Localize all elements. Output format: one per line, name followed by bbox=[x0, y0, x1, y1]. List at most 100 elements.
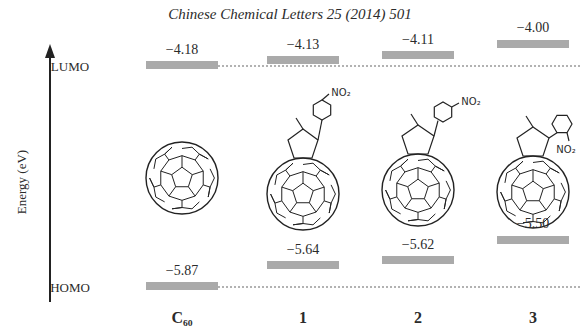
cage-bond bbox=[208, 187, 210, 197]
nitro-group: NO₂ bbox=[461, 96, 480, 107]
cage-bond bbox=[559, 201, 561, 211]
cage-bond bbox=[293, 183, 314, 203]
cage-bond bbox=[293, 224, 303, 225]
homo-bar bbox=[146, 282, 218, 290]
pyrrolidine-ring bbox=[288, 129, 318, 158]
cage-bond bbox=[182, 156, 183, 168]
cage-bond bbox=[505, 199, 512, 201]
cage-bond bbox=[165, 147, 172, 154]
cage-bond bbox=[182, 208, 192, 209]
cage-bond bbox=[428, 183, 439, 187]
cage-bond bbox=[435, 166, 444, 171]
cage-bond bbox=[208, 187, 210, 197]
cage-bond bbox=[507, 211, 516, 216]
cage-bond bbox=[277, 213, 286, 218]
cage-bond bbox=[290, 203, 297, 212]
cage-bond bbox=[533, 170, 534, 182]
cage-bond bbox=[199, 154, 208, 159]
aryl-bond bbox=[549, 133, 557, 138]
level-label: LUMO bbox=[51, 60, 89, 74]
cage-bond bbox=[150, 178, 154, 187]
cage-bond bbox=[501, 192, 505, 201]
axis-line bbox=[49, 56, 51, 302]
fullerene-cage bbox=[146, 142, 218, 214]
cage-outline bbox=[146, 142, 218, 214]
cage-bond bbox=[154, 159, 156, 169]
cage-bond bbox=[408, 220, 418, 221]
cage-bond bbox=[401, 159, 408, 166]
cage-bond bbox=[439, 197, 446, 199]
cage-bond bbox=[405, 199, 412, 208]
cage-bond bbox=[505, 201, 507, 211]
phenyl-ring bbox=[552, 115, 572, 132]
cage-bond bbox=[309, 203, 316, 212]
homo-bar bbox=[497, 236, 569, 244]
cage-bond bbox=[324, 201, 331, 203]
energy-levels bbox=[146, 40, 581, 290]
cage-bond bbox=[188, 187, 195, 196]
cage-bond bbox=[275, 201, 282, 203]
cage-bond bbox=[386, 190, 390, 199]
cage-bond bbox=[195, 154, 199, 160]
cage-bond bbox=[431, 166, 435, 172]
cage-bond bbox=[199, 154, 208, 159]
cage-bond bbox=[271, 194, 275, 203]
cage-outline bbox=[267, 158, 339, 230]
energy-value: −5.64 bbox=[287, 242, 319, 257]
cage-bond bbox=[161, 156, 203, 201]
cage-bond bbox=[539, 201, 546, 210]
homo-reference-line bbox=[218, 286, 581, 288]
cage-bond bbox=[386, 190, 390, 199]
cage-bond bbox=[546, 168, 550, 174]
cage-bond bbox=[329, 203, 331, 213]
cage-bond bbox=[320, 170, 329, 175]
cage-bond bbox=[182, 200, 183, 207]
cage-bond bbox=[559, 201, 561, 211]
energy-axis bbox=[45, 44, 55, 302]
cage-bond bbox=[516, 168, 520, 174]
cage-bond bbox=[331, 194, 335, 203]
fullerene-cage bbox=[382, 154, 454, 226]
cage-bond bbox=[543, 185, 554, 189]
cage-bond bbox=[282, 172, 324, 217]
cage-bond bbox=[505, 173, 507, 183]
cage-bond bbox=[424, 199, 431, 208]
compound-label: 3 bbox=[529, 309, 537, 327]
cage-bond bbox=[313, 163, 320, 170]
methyl-bond bbox=[296, 118, 303, 129]
cage-bond bbox=[154, 187, 156, 197]
cage-bond bbox=[275, 175, 277, 185]
cage-bond bbox=[390, 199, 392, 209]
cage-bond bbox=[397, 183, 408, 187]
energy-value: −4.00 bbox=[517, 20, 549, 35]
cage-bond bbox=[313, 187, 324, 191]
energy-value: −4.13 bbox=[287, 37, 319, 52]
cage-bond bbox=[303, 172, 304, 184]
cage-bond bbox=[507, 168, 516, 173]
axis-title: Energy (eV) bbox=[15, 150, 29, 214]
cage-bond bbox=[169, 187, 176, 196]
energy-value: −5.50 bbox=[517, 216, 549, 231]
cage-bond bbox=[401, 166, 405, 172]
cage-bond bbox=[150, 178, 154, 187]
nitro-bond bbox=[322, 94, 329, 100]
cage-bond bbox=[172, 167, 193, 187]
pyrrolidine-ring bbox=[517, 127, 549, 156]
cage-bond bbox=[192, 202, 199, 209]
cage-bond bbox=[550, 168, 559, 173]
cage-bond bbox=[203, 185, 210, 187]
cage-bond bbox=[293, 224, 303, 225]
cage-bond bbox=[550, 168, 559, 173]
cage-bond bbox=[303, 163, 313, 164]
cage-bond bbox=[320, 170, 329, 175]
cage-bond bbox=[543, 161, 550, 168]
cage-bond bbox=[182, 147, 192, 148]
cage-bond bbox=[561, 192, 565, 201]
energy-value: −5.87 bbox=[166, 263, 198, 278]
nitro-bond bbox=[567, 133, 569, 141]
cage-bond bbox=[523, 181, 544, 201]
nitro-group: NO₂ bbox=[556, 144, 575, 155]
cage-bond bbox=[282, 187, 293, 191]
cage-bond bbox=[446, 190, 450, 199]
cage-bond bbox=[192, 171, 203, 175]
